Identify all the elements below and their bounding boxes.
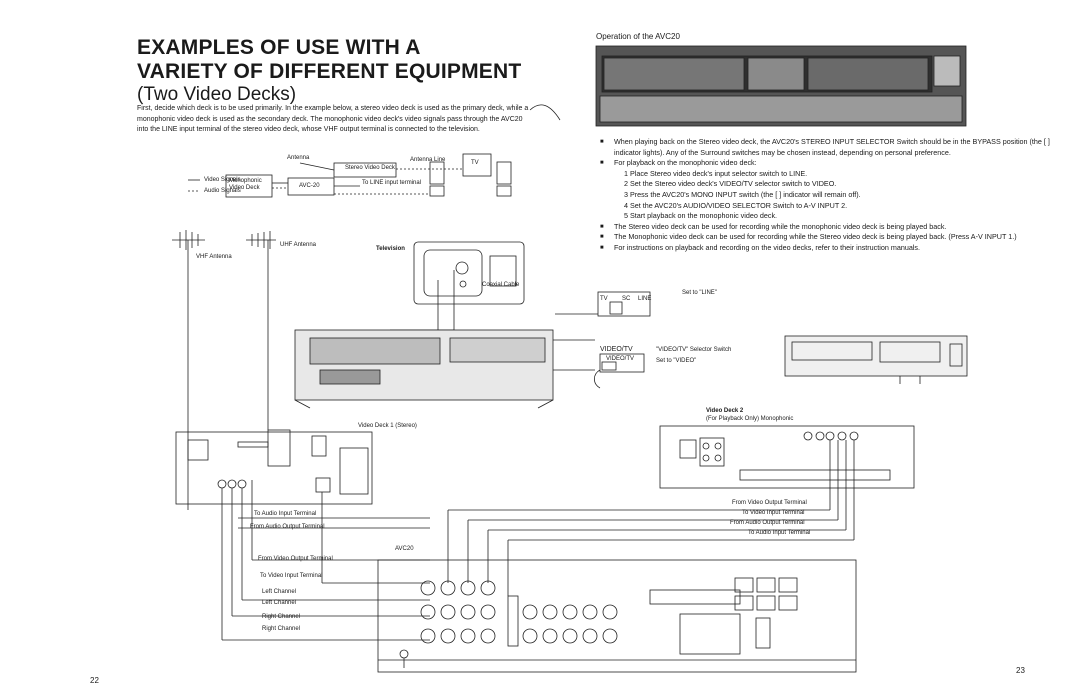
right-channel-label-1: Right Channel: [262, 614, 301, 620]
video-deck2-sublabel: (For Playback Only) Monophonic: [706, 416, 794, 422]
from-video-output-right: From Video Output Terminal: [732, 500, 807, 506]
instruction-step: 1 Place Stereo video deck's input select…: [624, 168, 808, 178]
tv-label: TV: [471, 160, 479, 166]
right-channel-label-2: Right Channel: [262, 626, 301, 632]
left-channel-label-1: Left Channel: [262, 589, 297, 595]
instruction-item: When playing back on the Stereo video de…: [600, 137, 1070, 158]
operation-heading: Operation of the AVC20: [596, 32, 680, 41]
video-deck2-label: Video Deck 2: [706, 408, 744, 414]
avc-box-label: AVC-20: [299, 183, 320, 189]
set-to-line-label: Set to "LINE": [682, 290, 717, 296]
mono-deck-label: Monophonic Video Deck: [229, 178, 262, 191]
video-tv-switch-illustration: [599, 353, 645, 373]
instruction-item: For instructions on playback and recordi…: [600, 243, 1070, 254]
switch-line-label: LINE: [638, 296, 652, 302]
page-number-left: 22: [90, 676, 99, 685]
instruction-step: 2 Set the Stereo video deck's VIDEO/TV s…: [624, 179, 837, 189]
from-audio-output-right: From Audio Output Terminal: [730, 520, 805, 526]
vhf-antenna-label: VHF Antenna: [196, 254, 232, 260]
video-tv-heading: VIDEO/TV: [600, 346, 633, 353]
avc20-jacks: [420, 580, 618, 644]
title-line-2: VARIETY OF DIFFERENT EQUIPMENT: [137, 60, 522, 83]
to-video-input-right: To Video Input Terminal: [742, 510, 805, 516]
to-audio-input-right: To Audio Input Terminal: [748, 530, 811, 536]
switch-sc-label: SC: [622, 296, 631, 302]
antenna-line-label: Antenna Line: [410, 157, 446, 163]
instruction-step: 4 Set the AVC20's AUDIO/VIDEO SELECTOR S…: [624, 200, 848, 210]
to-audio-input-left: To Audio Input Terminal: [254, 511, 317, 517]
instruction-item: For playback on the monophonic video dec…: [600, 158, 1070, 169]
avc20-label: AVC20: [395, 546, 414, 552]
video-deck2-rear: [659, 425, 915, 489]
uhf-antenna-label: UHF Antenna: [280, 242, 317, 248]
operation-instructions: When playing back on the Stereo video de…: [600, 137, 1070, 254]
video-deck1-label: Video Deck 1 (Stereo): [358, 423, 417, 429]
from-video-output-left: From Video Output Terminal: [258, 556, 333, 562]
instruction-item: The Stereo video deck can be used for re…: [600, 222, 1070, 233]
instruction-step: 3 Press the AVC20's MONO INPUT switch (t…: [624, 189, 861, 199]
left-channel-label-2: Left Channel: [262, 600, 297, 606]
video-deck1-rear: [175, 431, 373, 505]
intro-paragraph: First, decide which deck is to be used p…: [137, 105, 529, 133]
television-label: Television: [376, 246, 405, 252]
line-switch-illustration: [597, 291, 651, 317]
title-line-1: EXAMPLES OF USE WITH A: [137, 36, 421, 59]
legend-video-signals: Video Signals: [204, 177, 241, 183]
video-tv-selector-label: "VIDEO/TV" Selector Switch: [656, 347, 732, 353]
uhf-antenna-icon: [246, 231, 276, 430]
legend-audio-signals: Audio Signals: [204, 188, 241, 194]
video-tv-box-label: VIDEO/TV: [606, 356, 635, 362]
instruction-item: The Monophonic video deck can be used fo…: [600, 232, 1070, 243]
instruction-step: 5 Start playback on the monophonic video…: [624, 211, 778, 221]
coaxial-cable-label: Coaxial Cable: [482, 282, 520, 288]
to-line-label: To LINE input terminal: [362, 180, 422, 186]
page-number-right: 23: [1016, 666, 1025, 675]
video-deck2-front: [784, 335, 968, 377]
from-audio-output-left: From Audio Output Terminal: [250, 524, 325, 530]
avc20-rear-panel: [377, 559, 857, 673]
tv-box: [462, 153, 492, 177]
stereo-deck-label: Stereo Video Deck: [345, 165, 395, 171]
switch-tv-label: TV: [600, 296, 608, 302]
subtitle: (Two Video Decks): [137, 84, 297, 105]
to-video-input-left: To Video Input Terminal: [260, 573, 323, 579]
antenna-label: Antenna: [287, 155, 310, 161]
avc-box: [287, 177, 335, 196]
set-to-video-label: Set to "VIDEO": [656, 358, 697, 364]
television-set: [413, 241, 525, 305]
mono-deck-box: [225, 174, 273, 198]
vhf-antenna-icon: [172, 230, 205, 510]
